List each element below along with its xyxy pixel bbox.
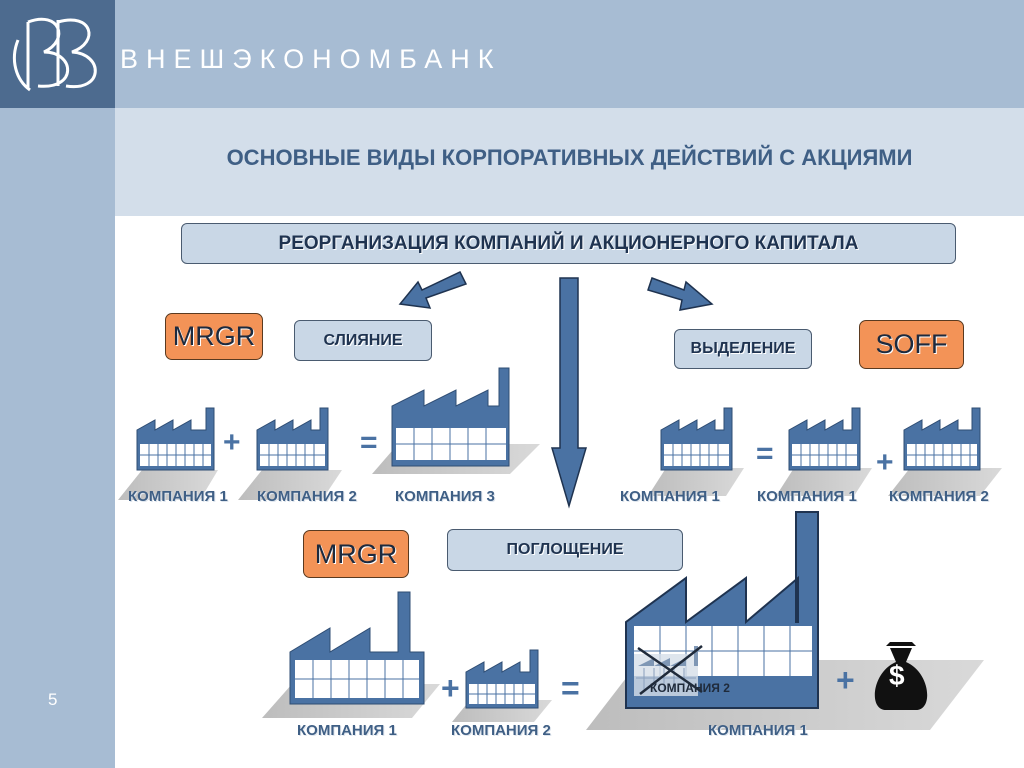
company-label: КОМПАНИЯ 2: [889, 488, 989, 505]
factory-icon: [256, 407, 329, 471]
company-label: КОМПАНИЯ 2: [451, 722, 551, 739]
arrow-icon: [550, 277, 588, 509]
floor-shape: [118, 470, 218, 500]
arrow-icon: [398, 271, 468, 309]
company-label: КОМПАНИЯ 1: [297, 722, 397, 739]
floor-shape: [238, 470, 342, 500]
vneshekonombank-logo: [13, 17, 97, 92]
cross-icon: [637, 645, 703, 695]
company-label: КОМПАНИЯ 1: [620, 488, 720, 505]
floor-shape: [648, 468, 744, 496]
floor-shape: [888, 468, 1002, 496]
factory-icon: [391, 367, 510, 467]
sidebar: [0, 0, 115, 768]
logo-box: [0, 0, 115, 108]
page-number: 5: [48, 690, 58, 709]
factory-icon: [788, 407, 861, 471]
arrow-icon: [647, 277, 714, 311]
factory-icon: [660, 407, 733, 471]
factory-icon: [136, 407, 215, 471]
money-bag-icon: [874, 642, 928, 710]
company-label: КОМПАНИЯ 1: [708, 722, 808, 739]
company-label: КОМПАНИЯ 1: [757, 488, 857, 505]
reorg-box: РЕОРГАНИЗАЦИЯ КОМПАНИЙ И АКЦИОНЕРНОГО КА…: [181, 223, 956, 264]
absorbed-company-label: КОМПАНИЯ 2: [650, 681, 730, 695]
acquisition-label: ПОГЛОЩЕНИЕ: [447, 529, 683, 571]
header-bar: [115, 0, 1024, 108]
acquisition-code-badge: MRGR: [303, 530, 409, 578]
page-title: ОСНОВНЫЕ ВИДЫ КОРПОРАТИВНЫХ ДЕЙСТВИЙ С А…: [226, 145, 913, 170]
bank-name: ВНЕШЭКОНОМБАНК: [120, 44, 502, 74]
equals-sign: =: [360, 426, 378, 459]
plus-sign: +: [441, 670, 460, 706]
equals-sign: =: [756, 437, 774, 470]
spinoff-label: ВЫДЕЛЕНИЕ: [674, 329, 812, 369]
company-label: КОМПАНИЯ 3: [395, 488, 495, 505]
merger-code-badge: MRGR: [165, 313, 263, 360]
factory-icon: [903, 407, 981, 471]
title-band: [115, 108, 1024, 216]
equals-sign: =: [561, 670, 580, 706]
merger-label: СЛИЯНИЕ: [294, 320, 432, 361]
company-label: КОМПАНИЯ 1: [128, 488, 228, 505]
dollar-sign: $: [889, 660, 905, 691]
plus-sign: +: [876, 446, 894, 479]
company-label: КОМПАНИЯ 2: [257, 488, 357, 505]
factory-icon: [289, 591, 425, 705]
factory-icon: [465, 649, 539, 709]
spinoff-code-badge: SOFF: [859, 320, 964, 369]
plus-sign: +: [223, 426, 241, 459]
floor-shape: [776, 468, 872, 496]
plus-sign: +: [836, 662, 855, 698]
